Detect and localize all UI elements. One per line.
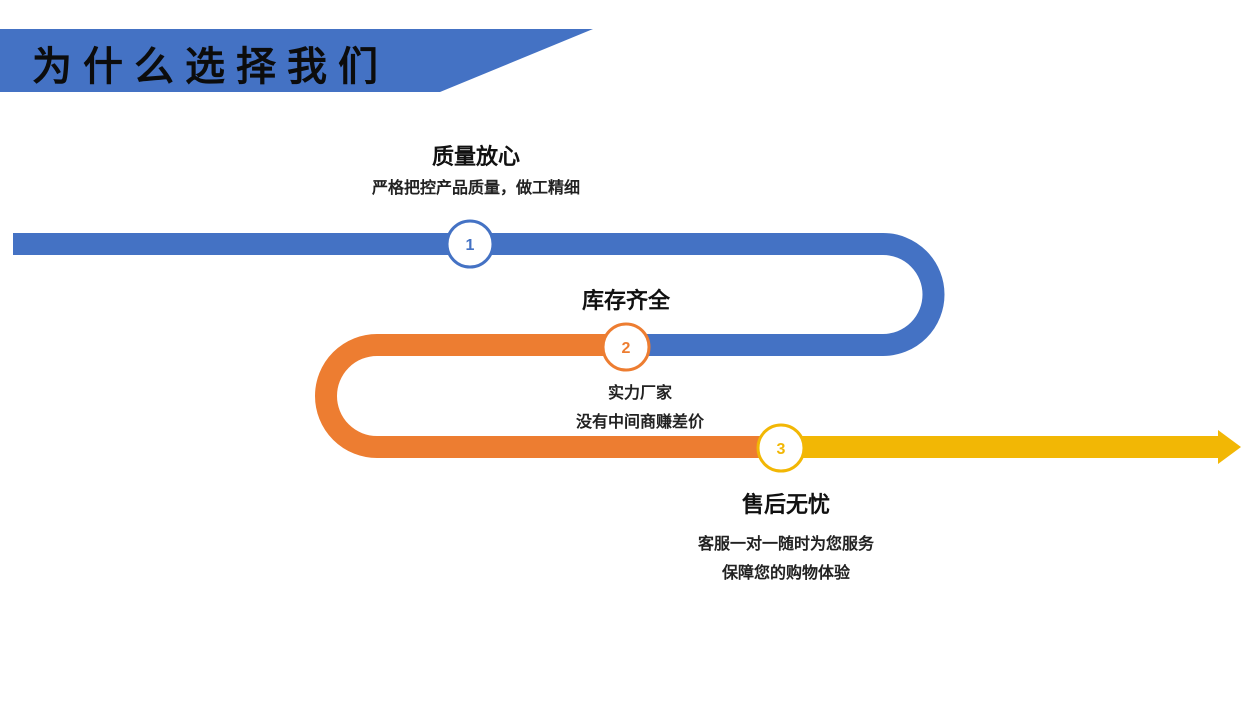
- step-2-desc-line-1: 实力厂家: [607, 383, 673, 402]
- blue-track: [13, 233, 945, 356]
- step-number-2: 2: [622, 340, 631, 357]
- step-3-desc-line-2: 保障您的购物体验: [721, 563, 851, 582]
- step-1-desc-line-1: 严格把控产品质量，做工精细: [371, 178, 581, 197]
- arrow-head-icon: [1218, 430, 1241, 464]
- title-banner: [0, 29, 593, 92]
- step-node-2: 2: [601, 322, 651, 372]
- step-2-title: 库存齐全: [581, 289, 671, 314]
- step-number-3: 3: [777, 441, 786, 458]
- step-3-desc-line-1: 客服一对一随时为您服务: [697, 534, 875, 553]
- step-2-desc-line-2: 没有中间商赚差价: [575, 412, 705, 431]
- step-number-1: 1: [466, 237, 475, 254]
- step-1-title: 质量放心: [431, 145, 521, 170]
- step-node-1: 1: [445, 219, 495, 269]
- orange-track: [315, 334, 800, 458]
- step-3-title: 售后无忧: [741, 493, 831, 518]
- step-node-3: 3: [756, 423, 806, 473]
- page-title: 为什么选择我们: [32, 44, 389, 90]
